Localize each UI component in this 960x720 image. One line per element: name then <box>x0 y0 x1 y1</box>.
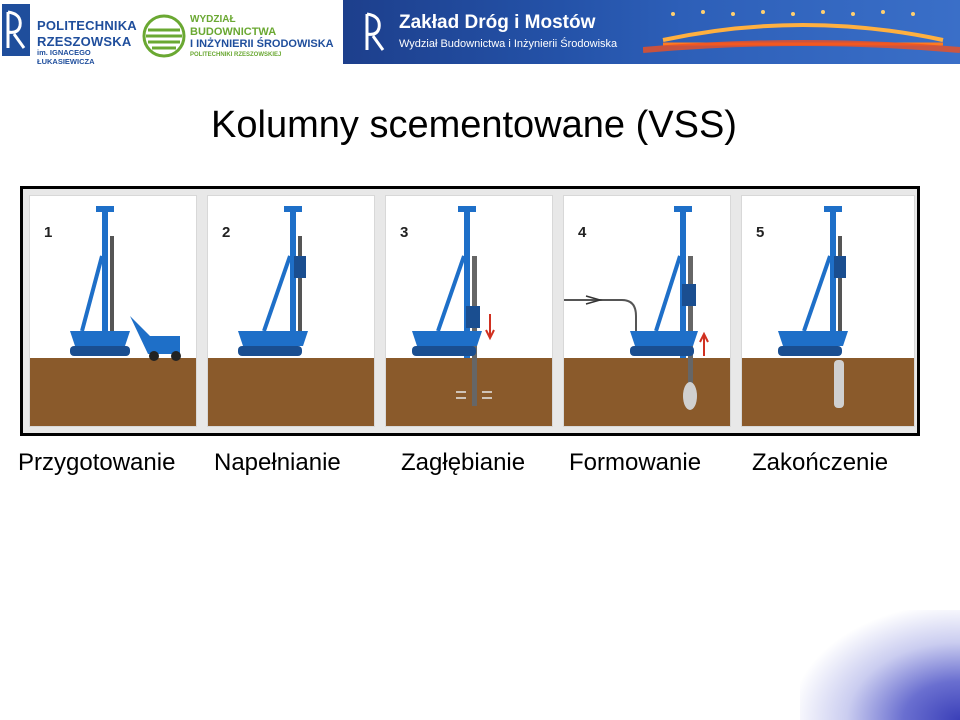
vss-process-diagram: 1 2 3 <box>20 186 920 436</box>
faculty-line-4: POLITECHNIKI RZESZOWSKIEJ <box>190 52 282 58</box>
department-banner: Zakład Dróg i Mostów Wydział Budownictwa… <box>343 0 960 64</box>
panel-preparation: 1 <box>29 195 197 427</box>
banner-subtitle: Wydział Budownictwa i Inżynierii Środowi… <box>399 38 618 50</box>
rig-forming-icon <box>564 206 730 426</box>
banner-title: Zakład Dróg i Mostów <box>399 12 596 33</box>
faculty-emblem-icon <box>142 14 186 58</box>
rig-penetration-icon <box>386 206 552 426</box>
label-filling: Napełnianie <box>214 449 341 476</box>
panel-completion: 5 <box>741 195 915 427</box>
panel-number: 1 <box>44 224 53 241</box>
label-penetration: Zagłębianie <box>401 449 526 476</box>
panel-number: 3 <box>400 224 409 241</box>
step-labels: Przygotowanie Napełnianie Zagłębianie Fo… <box>0 449 960 483</box>
corner-gradient-decoration <box>800 610 960 720</box>
panel-filling: 2 <box>207 195 375 427</box>
university-patron: im. IGNACEGO ŁUKASIEWICZA <box>37 48 95 66</box>
pr-emblem-icon <box>2 4 30 56</box>
panel-forming: 4 <box>563 195 731 427</box>
panel-number: 4 <box>578 224 587 241</box>
panel-penetration: 3 <box>385 195 553 427</box>
faculty-line-1: WYDZIAŁ <box>190 14 236 25</box>
label-forming: Formowanie <box>569 449 702 476</box>
header-bar: POLITECHNIKA RZESZOWSKA im. IGNACEGO ŁUK… <box>0 0 960 66</box>
department-emblem-icon <box>365 12 385 51</box>
rig-completion-icon <box>742 206 914 426</box>
slide-title: Kolumny scementowane (VSS) <box>211 104 737 146</box>
label-completion: Zakończenie <box>752 449 889 476</box>
faculty-logo: WYDZIAŁ BUDOWNICTWA I INŻYNIERII ŚRODOWI… <box>142 12 338 60</box>
university-name-2: RZESZOWSKA <box>37 34 132 49</box>
panel-number: 2 <box>222 224 231 241</box>
rig-with-loader-icon <box>30 206 196 426</box>
politechnika-logo: POLITECHNIKA RZESZOWSKA im. IGNACEGO ŁUK… <box>2 4 137 66</box>
faculty-line-2: BUDOWNICTWA <box>190 26 277 38</box>
label-preparation: Przygotowanie <box>18 449 176 476</box>
faculty-line-3: I INŻYNIERII ŚRODOWISKA <box>190 38 334 50</box>
panel-number: 5 <box>756 224 765 241</box>
university-name-1: POLITECHNIKA <box>37 18 137 33</box>
bridge-illustration-icon <box>643 10 960 53</box>
rig-filling-icon <box>208 206 374 426</box>
